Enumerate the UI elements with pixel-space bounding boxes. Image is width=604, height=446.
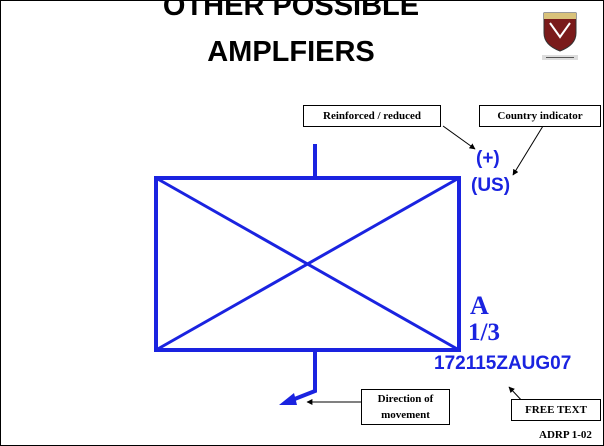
reinforced-amplifier: (+) bbox=[476, 148, 500, 169]
slide-title-line1: OTHER POSSIBLE bbox=[162, 0, 420, 22]
callout-direction-of-movement: Direction of movement bbox=[361, 389, 450, 425]
unit-letter-amplifier: A bbox=[470, 291, 489, 320]
date-time-group: 172115ZAUG07 bbox=[434, 353, 572, 374]
callout-country-label: Country indicator bbox=[497, 110, 583, 122]
infantry-diagonal-2 bbox=[155, 176, 460, 352]
callout-reinforced-label: Reinforced / reduced bbox=[323, 110, 421, 122]
army-crest-logo bbox=[542, 12, 578, 60]
echelon-amplifier: 1/3 bbox=[468, 319, 500, 346]
direction-of-movement-arrow bbox=[286, 350, 317, 404]
country-amplifier: (US) bbox=[471, 175, 511, 196]
callout-direction-line1: Direction of bbox=[377, 393, 434, 405]
callout-free-text: FREE TEXT bbox=[511, 399, 601, 421]
leader-reinforced bbox=[442, 125, 476, 150]
callout-direction-line2: movement bbox=[381, 409, 430, 421]
callout-reinforced-reduced: Reinforced / reduced bbox=[303, 105, 441, 127]
slide-title-line2: AMPLFIERS bbox=[207, 36, 375, 68]
callout-free-text-label: FREE TEXT bbox=[525, 404, 587, 416]
unit-frame bbox=[154, 176, 461, 352]
callout-country-indicator: Country indicator bbox=[479, 105, 601, 127]
leader-country bbox=[512, 125, 544, 176]
reference-label: ADRP 1-02 bbox=[539, 429, 592, 441]
direction-arrowhead bbox=[279, 393, 297, 405]
